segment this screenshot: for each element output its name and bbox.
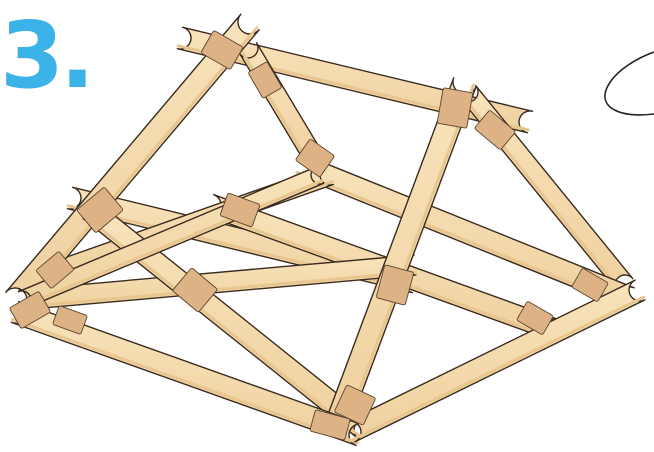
tape-patch	[437, 88, 473, 129]
stick-group	[6, 14, 645, 445]
curved-line-fragment-icon	[605, 52, 654, 115]
